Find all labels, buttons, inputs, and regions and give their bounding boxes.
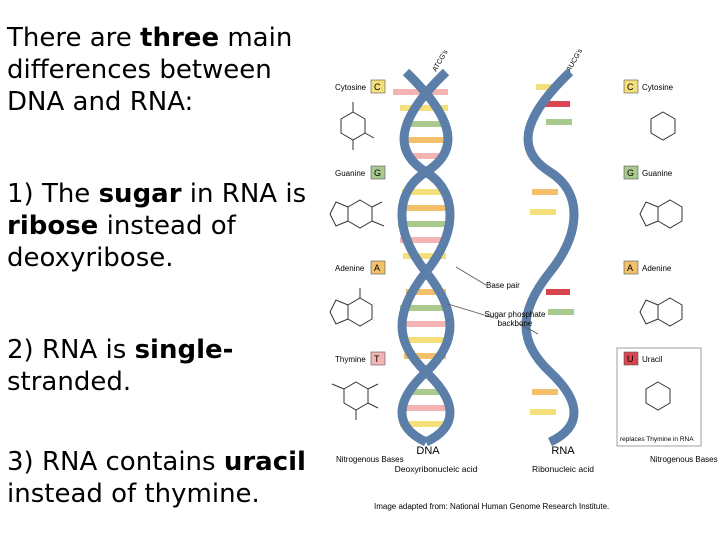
left-adenine-letter: A	[374, 263, 380, 273]
left-cytosine-letter: C	[374, 82, 381, 92]
diff2-text-c: stranded.	[7, 367, 132, 397]
base-pair-pointer	[455, 266, 487, 286]
uracil-highlight-box	[616, 347, 702, 447]
right-uracil-label: Uracil	[642, 355, 663, 364]
intro-paragraph: There are three main differences between…	[7, 22, 307, 118]
guanine-structure-icon	[329, 199, 385, 229]
right-guanine-structure-icon	[639, 199, 683, 229]
right-base-column: C Cytosine G Guanine A Adenine U Uracil …	[616, 79, 702, 447]
dna-backbone-strand-2	[397, 68, 455, 447]
nitrogenous-bases-left: Nitrogenous Bases	[336, 455, 404, 464]
backbone-pointer-rna	[519, 323, 539, 335]
adenine-structure-icon	[329, 288, 373, 327]
diff3-text-uracil: uracil	[223, 447, 306, 477]
diff3-text-c: instead of thymine.	[7, 479, 260, 509]
right-cytosine-label: Cytosine	[642, 83, 674, 92]
left-thymine-swatch	[370, 351, 386, 366]
replaces-thymine-label: replaces Thymine in RNA	[620, 436, 694, 443]
left-adenine-swatch	[370, 260, 386, 275]
left-thymine-letter: T	[374, 354, 380, 364]
dna-title: DNA	[416, 445, 440, 457]
diff3-text-a: 3) RNA contains	[7, 447, 224, 477]
diff2-text-single: single-	[134, 335, 234, 365]
right-cytosine-structure-icon	[650, 111, 676, 141]
rna-subtitle: Ribonucleic acid	[532, 464, 594, 474]
diff1-text-a: 1) The	[7, 179, 99, 209]
rna-backbone-strand	[521, 68, 579, 447]
left-adenine-label: Adenine	[335, 264, 365, 273]
right-guanine-label: Guanine	[642, 169, 673, 178]
left-cytosine-label: Cytosine	[335, 83, 367, 92]
rna-title: RNA	[551, 445, 575, 457]
right-guanine-letter: G	[627, 168, 634, 178]
left-guanine-label: Guanine	[335, 169, 366, 178]
difference-1: 1) The sugar in RNA is ribose instead of…	[7, 178, 307, 274]
dna-double-helix: ATCG's	[393, 48, 455, 447]
backbone-label-box: Sugar phosphate backbone	[484, 310, 546, 328]
difference-2: 2) RNA is single-stranded.	[7, 334, 233, 398]
diff1-text-sugar: sugar	[98, 179, 182, 209]
thymine-structure-icon	[331, 381, 379, 420]
nitrogenous-bases-right: Nitrogenous Bases	[650, 455, 718, 464]
right-guanine-swatch	[623, 165, 639, 180]
image-credit: Image adapted from: National Human Genom…	[374, 502, 609, 511]
right-adenine-structure-icon	[639, 297, 683, 327]
dna-subtitle: Deoxyribonucleic acid	[395, 464, 478, 474]
right-cytosine-letter: C	[627, 82, 634, 92]
right-uracil-swatch	[623, 351, 639, 366]
rna-single-helix: AUCG's	[521, 47, 585, 447]
intro-text-a: There are	[7, 23, 141, 53]
right-cytosine-swatch	[623, 79, 639, 94]
uracil-structure-icon	[645, 381, 671, 411]
base-pair-label: Base pair	[486, 281, 520, 290]
left-thymine-label: Thymine	[335, 355, 366, 364]
right-adenine-letter: A	[627, 263, 633, 273]
right-adenine-label: Adenine	[642, 264, 672, 273]
left-guanine-letter: G	[374, 168, 381, 178]
diff1-text-e: instead of deoxyribose.	[7, 211, 236, 273]
aucg-label: AUCG's	[566, 47, 585, 73]
diff2-text-a: 2) RNA is	[7, 335, 135, 365]
cytosine-structure-icon	[340, 102, 375, 150]
right-adenine-swatch	[623, 260, 639, 275]
backbone-label: Sugar phosphate backbone	[484, 310, 546, 328]
dna-rna-figure: Cytosine C Guanine G Adenine A Thymine T	[329, 47, 718, 511]
intro-text-bold: three	[140, 23, 220, 53]
backbone-pointer-dna	[447, 303, 495, 319]
difference-3: 3) RNA contains uracil instead of thymin…	[7, 446, 307, 510]
diff1-text-c: in RNA is	[181, 179, 307, 209]
left-base-column: Cytosine C Guanine G Adenine A Thymine T	[329, 79, 386, 420]
intro-text-c: main differences between DNA and RNA:	[7, 23, 293, 117]
left-cytosine-swatch	[370, 79, 386, 94]
atcg-label: ATCG's	[432, 48, 450, 73]
right-uracil-letter: U	[627, 354, 634, 364]
left-guanine-swatch	[370, 165, 386, 180]
diff1-text-ribose: ribose	[7, 211, 99, 241]
